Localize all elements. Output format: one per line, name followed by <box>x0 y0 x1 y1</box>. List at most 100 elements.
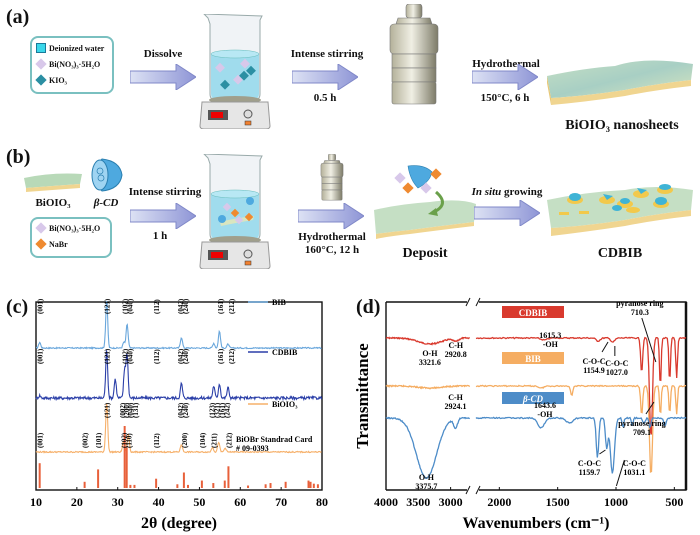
hkl-label: (112) <box>153 299 161 314</box>
legend-label: BiOIO₃ <box>272 400 298 409</box>
hkl-label: (040) <box>127 298 135 314</box>
peak-annotation: 3375.7 <box>415 482 437 491</box>
legend-item-nabr: NaBr <box>32 236 110 252</box>
hkl-label: (131) <box>132 402 140 418</box>
legend-text: Bi(NO₃)₃·5H₂O <box>49 59 101 69</box>
step-stirring-label: Intense stirring <box>128 186 202 198</box>
hkl-label: (161) <box>217 348 225 364</box>
xrd-trace-0 <box>35 300 322 350</box>
reference-card-label: BiOBr Standrad Card <box>236 435 313 444</box>
bismuth-diamond-icon <box>35 58 47 70</box>
hkl-label: (240) <box>182 298 190 314</box>
beaker-on-stirrer-icon <box>199 154 271 269</box>
panel-d-label: (d) <box>356 296 381 318</box>
x-tick-label: 30 <box>112 495 124 509</box>
series-label-box <box>502 306 564 318</box>
peak-annotation: 1154.9 <box>583 366 605 375</box>
reference-card-number: # 09-0393 <box>236 444 269 453</box>
hkl-label: (002) <box>82 432 90 448</box>
step-stirring-label: Intense stirring <box>290 48 364 60</box>
peak-annotation: C-O-C <box>623 459 646 468</box>
x-tick-label: 500 <box>665 495 683 509</box>
ftir-trace-2 <box>385 416 471 480</box>
hkl-label: (321) <box>214 402 222 418</box>
panel-a-legend: Deionized water Bi(NO₃)₃·5H₂O KIO₃ <box>30 36 114 94</box>
peak-annotation: pyranose ring <box>618 419 665 428</box>
annotation-arrow <box>641 317 657 363</box>
peak-annotation: C-H <box>448 393 463 402</box>
step-hydrothermal-condition: 150°C, 6 h <box>480 92 530 104</box>
x-tick-label: 10 <box>30 495 42 509</box>
hkl-label: (040) <box>127 402 135 418</box>
hkl-label: (121) <box>104 348 112 364</box>
x-tick-label: 50 <box>193 495 205 509</box>
kio3-diamond-icon <box>35 74 47 86</box>
hkl-label: (200) <box>123 402 131 418</box>
arrow-icon <box>130 64 196 90</box>
growing-text: growing <box>501 186 543 198</box>
series-label: CDBIB <box>519 308 548 318</box>
legend-item-water: Deionized water <box>32 40 112 56</box>
x-tick-label: 2000 <box>487 495 511 509</box>
arrow-icon <box>298 203 364 229</box>
x-tick-label: 70 <box>275 495 287 509</box>
cdbib-nanosheet-icon <box>547 184 693 236</box>
hkl-label: (042) <box>177 348 185 364</box>
bismuth-diamond-icon <box>35 222 47 234</box>
hkl-label: (121) <box>104 402 112 418</box>
panel-b-label: (b) <box>6 146 31 168</box>
peak-annotation: 2920.8 <box>445 350 467 359</box>
hkl-label: (212) <box>228 348 236 364</box>
x-axis-title: Wavenumbers (cm⁻¹) <box>463 515 610 532</box>
legend-item-bismuth-nitrate: Bi(NO₃)₃·5H₂O <box>32 56 112 72</box>
hkl-label: (212) <box>225 432 233 448</box>
nabr-diamond-icon <box>35 238 47 250</box>
beta-cd-icon <box>91 158 123 192</box>
legend-text: KIO₃ <box>49 75 67 85</box>
hkl-label: (121) <box>104 298 112 314</box>
deposit-icon <box>374 165 476 239</box>
legend-text: NaBr <box>49 239 68 249</box>
cd-particle-icon <box>559 184 673 215</box>
water-square-icon <box>36 43 46 53</box>
hkl-label: (161) <box>217 298 225 314</box>
peak-annotation: -OH <box>537 410 553 419</box>
x-tick-label: 80 <box>316 495 328 509</box>
annotation-arrow <box>645 401 655 415</box>
peak-annotation: C-O-C <box>582 357 605 366</box>
axis-break-mark <box>465 485 471 495</box>
step-in-situ-label: In situ growing <box>462 186 552 198</box>
ftir-trace-1 <box>385 384 471 390</box>
hkl-label: (001) <box>37 348 45 364</box>
hkl-label: (102) <box>122 348 130 364</box>
bioio3-sheet-icon <box>24 173 82 192</box>
hkl-label: (200) <box>181 432 189 448</box>
hkl-label: (242) <box>223 402 231 418</box>
beaker-on-stirrer-icon <box>199 14 271 129</box>
arrow-icon <box>130 203 196 229</box>
product-bioio3-label: BiOIO₃ nanosheets <box>565 118 679 133</box>
annotation-arrow <box>601 341 609 353</box>
ftir-trace-2 <box>475 416 687 474</box>
hkl-label: (102) <box>120 432 128 448</box>
hkl-label: (001) <box>37 432 45 448</box>
autoclave-icon <box>389 4 439 105</box>
hkl-label: (123) <box>209 402 217 418</box>
legend-item-bismuth-nitrate: Bi(NO₃)₃·5H₂O <box>32 220 110 236</box>
hkl-label: (240) <box>182 348 190 364</box>
series-label: β-CD <box>522 394 544 404</box>
hkl-label: (042) <box>177 298 185 314</box>
deposit-label: Deposit <box>402 246 448 261</box>
axis-break-mark <box>475 485 481 495</box>
ftir-trace-1 <box>475 384 686 474</box>
autoclave-icon <box>320 154 344 201</box>
arrow-icon <box>472 64 538 90</box>
hkl-label: (101) <box>95 432 103 448</box>
xrd-trace-2 <box>35 403 322 454</box>
legend-text: Bi(NO₃)₃·5H₂O <box>49 223 101 233</box>
step-dissolve-label: Dissolve <box>143 48 183 60</box>
x-tick-label: 1000 <box>604 495 628 509</box>
reagent-bioio3-label: BiOIO₃ <box>35 197 71 209</box>
